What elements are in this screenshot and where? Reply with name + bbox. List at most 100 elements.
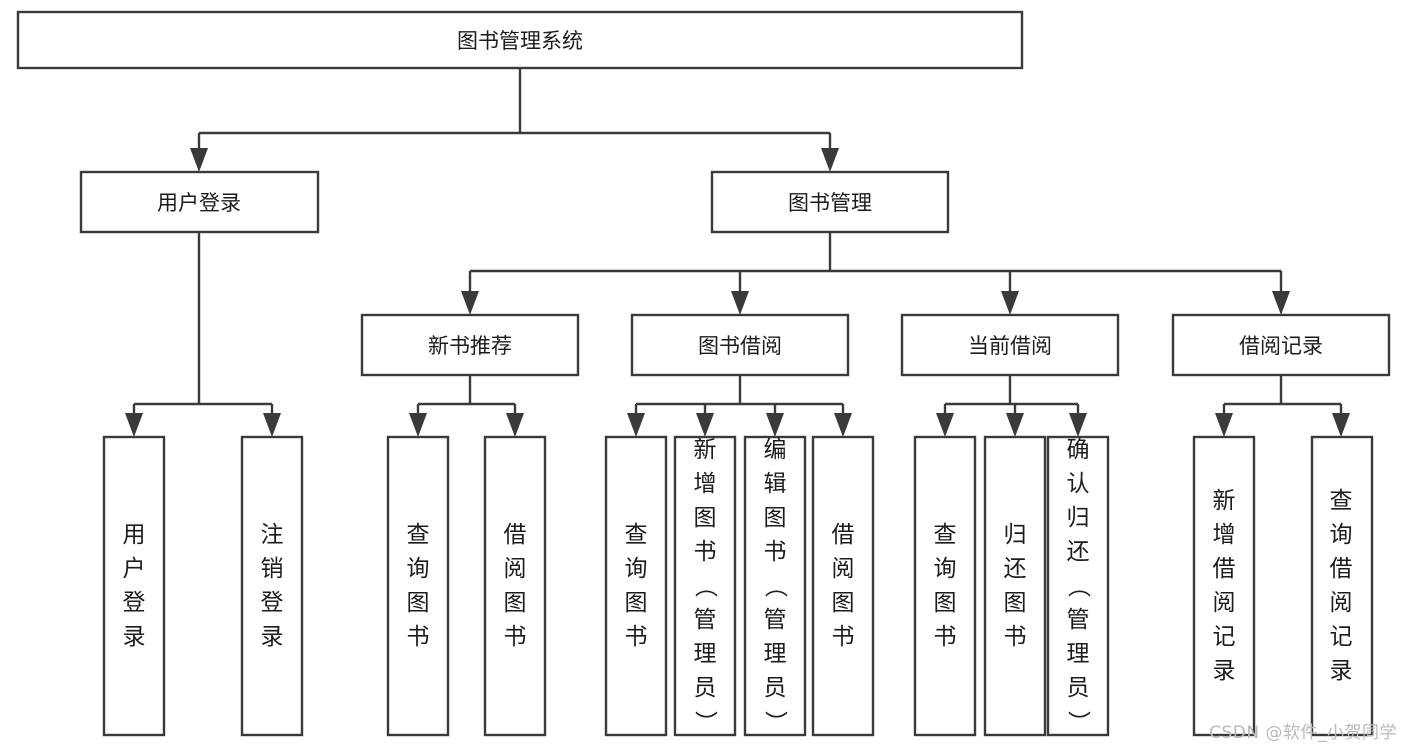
leaf-nb-borrow-book-box[interactable] [483,435,547,737]
arrowhead-to-new-book [461,291,479,315]
svg-text:管: 管 [694,607,717,633]
svg-text:（: （ [762,575,788,598]
svg-text:询: 询 [1330,522,1353,548]
node-borrow-record-label: 借阅记录 [1239,334,1323,358]
svg-text:辑: 辑 [764,471,787,497]
node-root[interactable]: 图书管理系统 [16,10,1024,70]
leaf-bb-borrow-book-box[interactable] [811,435,875,737]
svg-text:阅: 阅 [1213,590,1236,616]
svg-text:阅: 阅 [832,556,855,582]
node-book-borrow[interactable]: 图书借阅 [630,313,850,377]
arrowhead-cb-confirm-return [1069,413,1087,437]
svg-text:增: 增 [694,471,717,497]
svg-text:书: 书 [764,539,787,565]
leaf-bb-add-book-box[interactable] [673,435,737,737]
leaf-user-login[interactable]: 用户登录 [102,435,166,737]
svg-text:录: 录 [1330,658,1353,684]
svg-text:询: 询 [625,556,648,582]
leaf-cb-query-book-box[interactable] [913,435,977,737]
leaf-cb-return-book-box[interactable] [983,435,1047,737]
edge-currentborrow-bus [943,375,1080,420]
svg-text:书: 书 [625,624,648,650]
svg-text:（: （ [692,575,718,598]
leaf-nb-query-book-box[interactable] [386,435,450,737]
svg-text:归: 归 [1067,505,1090,531]
node-user-login-box[interactable] [79,170,320,234]
node-book-manage-box[interactable] [710,170,950,234]
svg-text:书: 书 [934,624,957,650]
node-book-borrow-box[interactable] [630,313,850,377]
node-new-book-recommend[interactable]: 新书推荐 [360,313,580,377]
node-user-login[interactable]: 用户登录 [79,170,320,234]
svg-text:管: 管 [764,607,787,633]
svg-text:用: 用 [123,522,146,548]
svg-text:图: 图 [1004,590,1027,616]
node-borrow-record[interactable]: 借阅记录 [1171,313,1391,377]
svg-text:借: 借 [832,522,855,548]
svg-text:询: 询 [934,556,957,582]
connector-layer [125,68,1350,437]
svg-text:确: 确 [1067,437,1090,463]
leaf-br-add-record-box[interactable] [1192,435,1256,737]
leaf-br-query-record-box[interactable] [1310,435,1374,737]
arrowhead-leaf-logout [263,413,281,437]
node-book-manage[interactable]: 图书管理 [710,170,950,234]
leaf-logout-box[interactable] [240,435,304,737]
svg-text:阅: 阅 [1330,590,1353,616]
svg-text:新: 新 [694,437,717,463]
svg-text:记: 记 [1330,624,1353,650]
node-new-book-recommend-label: 新书推荐 [428,334,512,358]
svg-text:登: 登 [123,590,146,616]
svg-text:）: ） [762,711,788,734]
edge-bookborrow-bus [634,375,845,420]
arrowhead-bb-borrow-book [834,413,852,437]
arrowhead-cb-return-book [1006,413,1024,437]
leaf-bb-query-book-box[interactable] [604,435,668,737]
node-book-borrow-label: 图书借阅 [698,334,782,358]
edge-userlogin-bus [132,232,274,420]
leaf-user-login-box[interactable] [102,435,166,737]
svg-text:还: 还 [1004,556,1027,582]
svg-text:归: 归 [1004,522,1027,548]
leaf-cb-confirm-return-box[interactable] [1046,435,1110,737]
svg-text:查: 查 [934,522,957,548]
node-current-borrow[interactable]: 当前借阅 [900,313,1120,377]
arrowhead-cb-query-book [936,413,954,437]
node-current-borrow-box[interactable] [900,313,1120,377]
node-root-box[interactable] [16,10,1024,70]
svg-text:询: 询 [407,556,430,582]
arrowhead-nb-borrow-book [506,413,524,437]
arrowhead-bb-add-book [696,413,714,437]
node-borrow-record-box[interactable] [1171,313,1391,377]
svg-text:登: 登 [261,590,284,616]
svg-text:借: 借 [1213,556,1236,582]
svg-text:查: 查 [407,522,430,548]
svg-text:新: 新 [1213,488,1236,514]
svg-text:录: 录 [1213,658,1236,684]
leaf-bb-edit-book-box[interactable] [743,435,807,737]
arrowhead-br-query-record [1332,413,1350,437]
node-new-book-recommend-box[interactable] [360,313,580,377]
arrowhead-to-book-manage [821,148,839,172]
svg-text:认: 认 [1067,471,1090,497]
